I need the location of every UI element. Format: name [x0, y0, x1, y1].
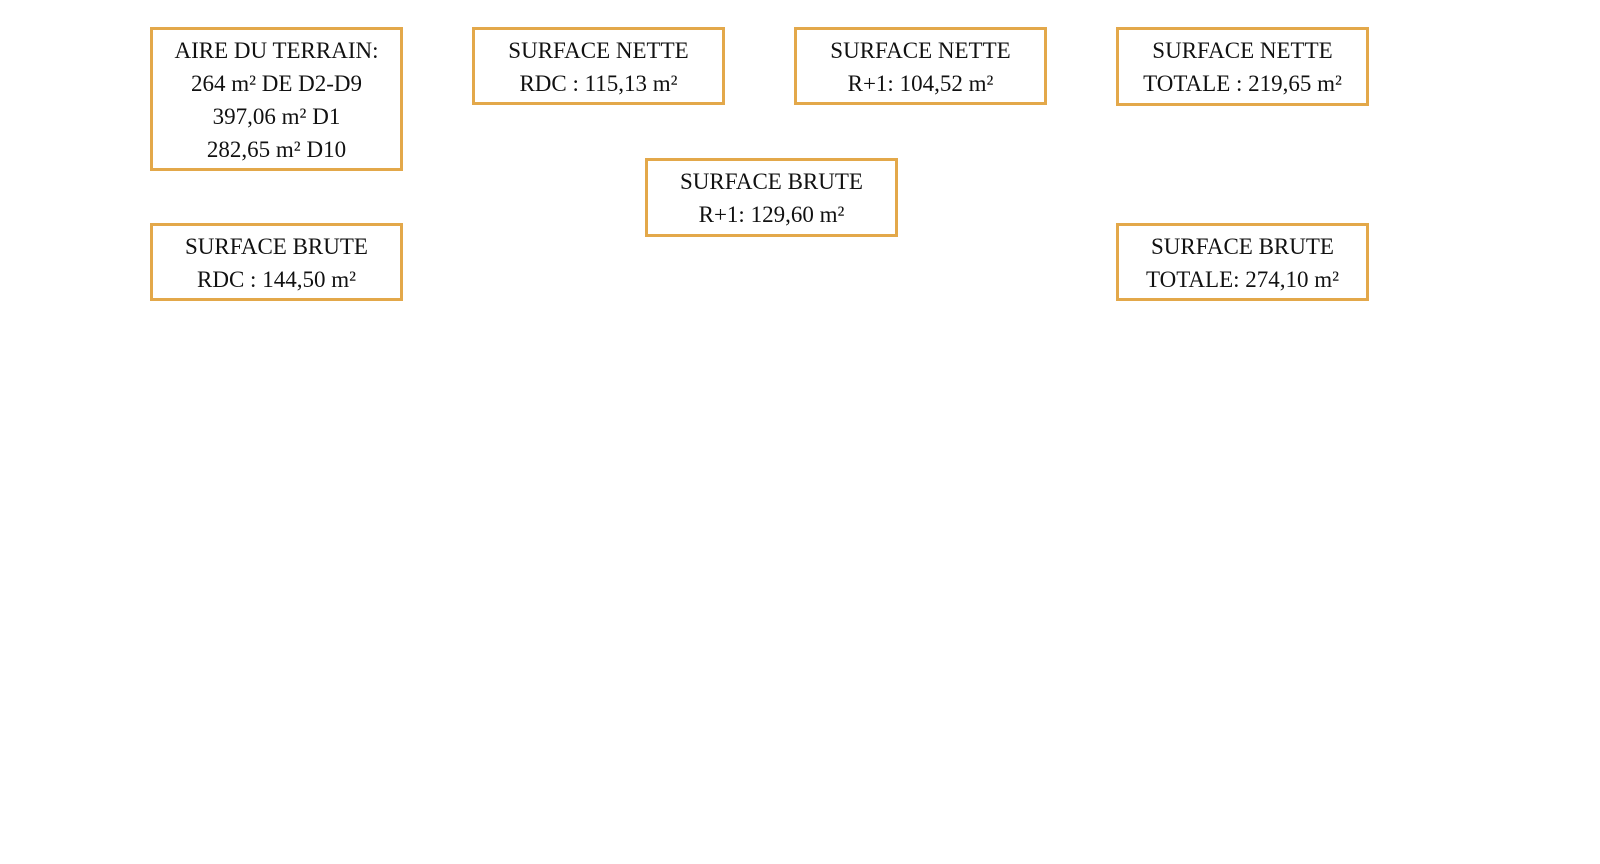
gross-surface-total-box: SURFACE BRUTE TOTALE: 274,10 m²: [1116, 223, 1369, 301]
net-surface-rdc-box: SURFACE NETTE RDC : 115,13 m²: [472, 27, 725, 105]
net-surface-total-box: SURFACE NETTE TOTALE : 219,65 m²: [1116, 27, 1369, 106]
gross-surface-rdc-title: SURFACE BRUTE: [185, 234, 368, 259]
terrain-title: AIRE DU TERRAIN:: [174, 38, 379, 63]
terrain-d1: 397,06 m² D1: [212, 104, 341, 129]
gross-surface-rdc-value: RDC : 144,50 m²: [197, 267, 356, 292]
net-surface-r1-title: SURFACE NETTE: [830, 38, 1011, 63]
net-surface-r1-box: SURFACE NETTE R+1: 104,52 m²: [794, 27, 1047, 105]
net-surface-total-title: SURFACE NETTE: [1152, 38, 1333, 63]
terrain-area-box: AIRE DU TERRAIN: 264 m² DE D2-D9 397,06 m²…: [150, 27, 403, 171]
terrain-d10: 282,65 m² D10: [206, 137, 347, 162]
net-surface-r1-value: R+1: 104,52 m²: [847, 71, 994, 96]
gross-surface-r1-title: SURFACE BRUTE: [680, 169, 863, 194]
gross-surface-total-value: TOTALE: 274,10 m²: [1145, 267, 1340, 292]
net-surface-rdc-title: SURFACE NETTE: [508, 38, 689, 63]
gross-surface-r1-box: SURFACE BRUTE R+1: 129,60 m²: [645, 158, 898, 237]
terrain-d2-d9: 264 m² DE D2-D9: [190, 71, 363, 96]
net-surface-total-value: TOTALE : 219,65 m²: [1143, 71, 1342, 96]
gross-surface-total-title: SURFACE BRUTE: [1151, 234, 1334, 259]
net-surface-rdc-value: RDC : 115,13 m²: [519, 71, 678, 96]
gross-surface-rdc-box: SURFACE BRUTE RDC : 144,50 m²: [150, 223, 403, 301]
gross-surface-r1-value: R+1: 129,60 m²: [698, 202, 845, 227]
